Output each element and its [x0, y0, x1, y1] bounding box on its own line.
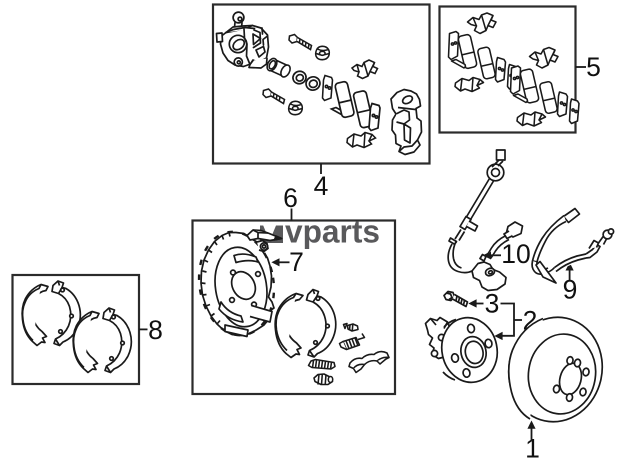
svg-text:8: 8: [148, 315, 163, 345]
svg-text:5: 5: [586, 52, 601, 82]
svg-text:4: 4: [314, 171, 329, 201]
svg-text:6: 6: [283, 183, 298, 213]
svg-text:9: 9: [563, 275, 578, 305]
svg-text:3: 3: [485, 289, 500, 319]
svg-text:7: 7: [289, 247, 304, 277]
svg-text:1: 1: [525, 434, 540, 464]
svg-text:10: 10: [501, 239, 530, 269]
svg-text:vparts: vparts: [285, 214, 380, 250]
